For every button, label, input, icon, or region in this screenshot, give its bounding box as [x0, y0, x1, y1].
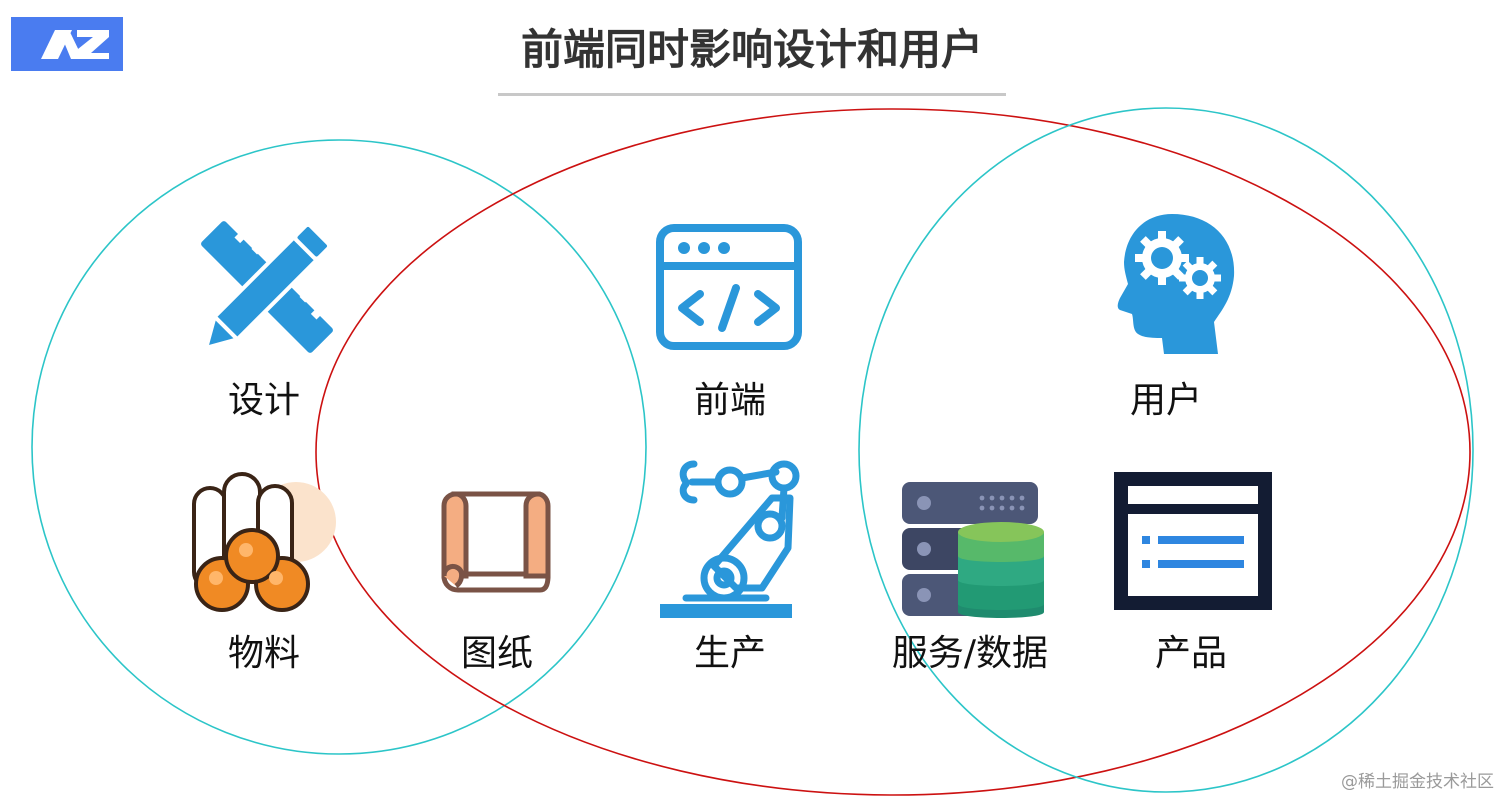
design-circle — [31, 139, 647, 755]
material-rolls-icon — [192, 472, 336, 612]
label-design: 设计 — [227, 380, 300, 421]
label-user: 用户 — [1129, 380, 1202, 421]
robot-arm-icon — [660, 460, 800, 618]
label-product: 产品 — [1154, 633, 1227, 674]
code-window-icon — [656, 224, 802, 350]
label-blueprint: 图纸 — [460, 633, 533, 674]
page-title: 前端同时影响设计和用户 — [520, 25, 983, 74]
pencil-ruler-icon — [201, 221, 333, 353]
watermark: @稀土掘金技术社区 — [1341, 772, 1494, 792]
server-database-icon — [902, 482, 1044, 618]
az-logo — [11, 17, 123, 71]
label-service: 服务/数据 — [891, 633, 1049, 674]
user-ellipse — [858, 107, 1474, 793]
az-logo-icon — [41, 30, 109, 59]
label-materials: 物料 — [227, 633, 300, 674]
head-gears-icon — [1117, 214, 1235, 354]
product-window-icon — [1114, 472, 1272, 610]
label-frontend: 前端 — [693, 380, 766, 421]
paper-scroll-icon — [441, 491, 551, 593]
frontend-ellipse — [315, 108, 1471, 796]
label-production: 生产 — [693, 633, 766, 674]
title-underline — [498, 93, 1006, 96]
